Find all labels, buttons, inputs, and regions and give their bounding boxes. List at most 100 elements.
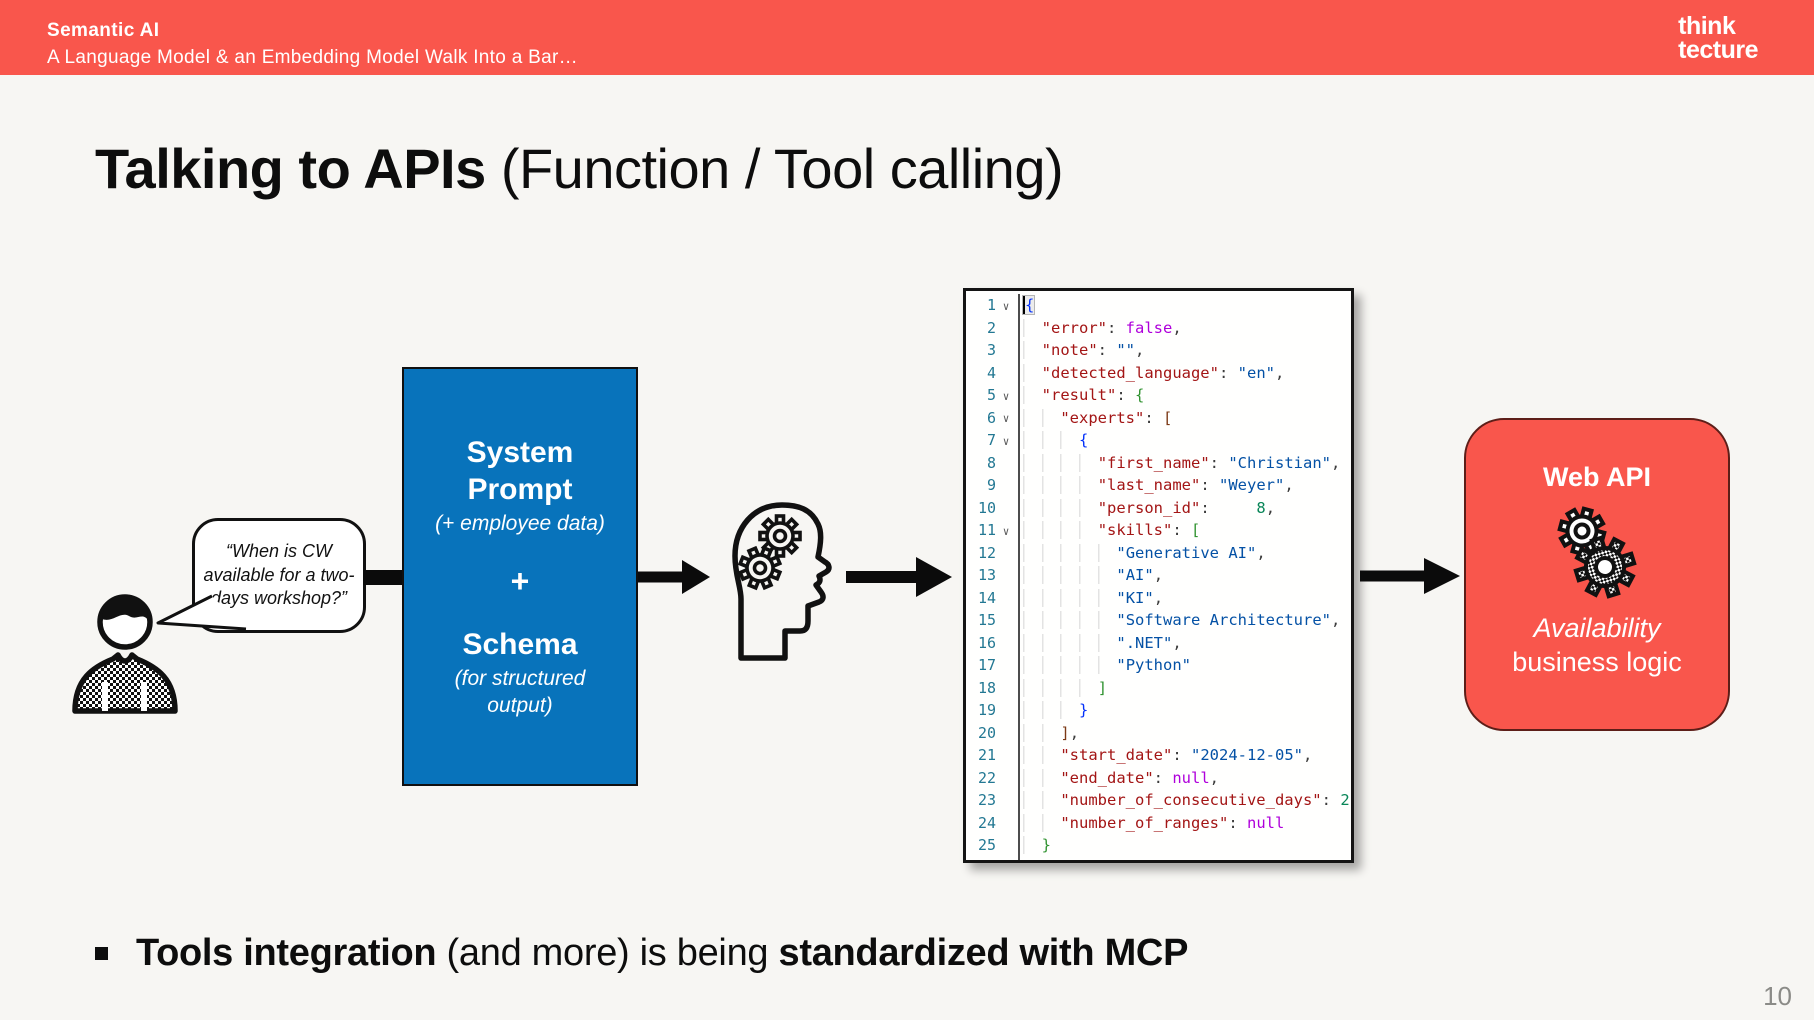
code-token: [1060, 588, 1080, 607]
line-number: 7: [986, 431, 996, 450]
code-line[interactable]: "experts": [: [1023, 407, 1351, 430]
code-line[interactable]: ],: [1023, 722, 1351, 745]
code-line[interactable]: "skills": [: [1023, 519, 1351, 542]
connector-bubble-to-prompt: [363, 570, 404, 585]
system-prompt-schema-box: System Prompt (+ employee data) + Schema…: [402, 367, 638, 786]
code-token: [: [1163, 408, 1173, 427]
code-line[interactable]: "person_id": 8,: [1023, 497, 1351, 520]
code-line[interactable]: "first_name": "Christian",: [1023, 452, 1351, 475]
gears-icon: [1557, 506, 1637, 599]
code-line[interactable]: "KI",: [1023, 587, 1351, 610]
fold-spacer: [996, 799, 1016, 801]
code-token: "result": [1041, 386, 1117, 404]
code-token: [1023, 566, 1042, 584]
line-number: 3: [986, 341, 996, 360]
code-token: ,: [1284, 476, 1294, 494]
fold-chevron-icon[interactable]: ∨: [1002, 389, 1010, 403]
prompt-box-sub1: (+ employee data): [435, 512, 605, 535]
code-token: [1041, 476, 1061, 494]
code-line[interactable]: }: [1023, 699, 1351, 722]
prompt-box-sub2: (for structured output): [454, 667, 586, 717]
gutter-row: 15: [966, 609, 1018, 632]
code-token: [1097, 588, 1117, 607]
fold-spacer: [996, 462, 1016, 464]
code-token: [1023, 588, 1042, 607]
code-token: "end_date": [1060, 768, 1154, 787]
code-token: [1023, 723, 1042, 742]
fold-chevron-icon[interactable]: ∨: [1002, 524, 1010, 538]
code-token: "number_of_ranges": [1060, 813, 1229, 832]
code-token: :: [1097, 341, 1117, 359]
code-token: :: [1116, 386, 1135, 404]
code-token: ]: [1097, 678, 1108, 697]
fold-chevron-icon[interactable]: ∨: [1002, 299, 1010, 313]
code-line[interactable]: "Software Architecture",: [1023, 609, 1351, 632]
code-token: "Python": [1116, 656, 1192, 674]
gutter-row: 22: [966, 767, 1018, 790]
code-line[interactable]: ".NET",: [1023, 632, 1351, 655]
code-line[interactable]: {: [1023, 429, 1351, 452]
deck-subtitle: A Language Model & an Embedding Model Wa…: [47, 47, 578, 68]
gutter-row: 10: [966, 497, 1018, 520]
gutter-row: 1∨: [966, 294, 1018, 317]
speech-bubble-tail: [156, 594, 247, 631]
code-token: [1060, 543, 1080, 562]
code-token: :: [1218, 363, 1238, 382]
code-token: [1041, 791, 1061, 809]
code-token: [1041, 498, 1061, 517]
code-token: [1079, 453, 1098, 472]
code-token: [1060, 498, 1080, 517]
code-token: [1079, 588, 1098, 607]
code-token: [1023, 431, 1042, 449]
code-token: [1060, 521, 1080, 539]
code-token: "experts": [1060, 408, 1145, 427]
thinktecture-logo: think tecture: [1678, 14, 1758, 63]
code-token: [1023, 678, 1042, 697]
code-line[interactable]: "end_date": null,: [1023, 767, 1351, 790]
code-line[interactable]: "AI",: [1023, 564, 1351, 587]
line-number: 19: [977, 701, 996, 720]
code-line[interactable]: "error": false,: [1023, 317, 1351, 340]
web-api-box: Web API: [1464, 418, 1730, 731]
code-token: [1097, 566, 1117, 584]
fold-spacer: [996, 777, 1016, 779]
code-line[interactable]: "result": {: [1023, 384, 1351, 407]
code-line[interactable]: "note": "",: [1023, 339, 1351, 362]
fold-chevron-icon[interactable]: ∨: [1002, 434, 1010, 448]
code-token: [1079, 476, 1098, 494]
prompt-box-line3: Schema: [462, 628, 578, 661]
code-token: null: [1247, 813, 1285, 832]
code-line[interactable]: }: [1023, 834, 1351, 857]
fold-spacer: [996, 327, 1016, 329]
fold-spacer: [996, 372, 1016, 374]
code-line[interactable]: "detected_language": "en",: [1023, 362, 1351, 385]
line-number: 24: [977, 813, 996, 832]
code-token: [1079, 611, 1098, 629]
line-number: 25: [977, 836, 996, 855]
code-line[interactable]: "last_name": "Weyer",: [1023, 474, 1351, 497]
code-line[interactable]: "Generative AI",: [1023, 542, 1351, 565]
fold-spacer: [996, 822, 1016, 824]
code-token: 2: [1340, 791, 1350, 809]
code-token: "error": [1041, 318, 1107, 337]
code-line[interactable]: {: [1021, 294, 1351, 317]
code-line[interactable]: "Python": [1023, 654, 1351, 677]
code-token: "start_date": [1060, 746, 1173, 764]
code-line[interactable]: ]: [1023, 677, 1351, 700]
fold-chevron-icon[interactable]: ∨: [1002, 412, 1010, 426]
code-token: [1023, 656, 1042, 674]
code-token: [1060, 431, 1080, 449]
code-line[interactable]: "start_date": "2024-12-05",: [1023, 744, 1351, 767]
code-token: "KI": [1116, 588, 1154, 607]
code-line[interactable]: "number_of_consecutive_days": 2,: [1023, 789, 1351, 812]
code-token: [1023, 746, 1042, 764]
bullet-seg2: (and more) is being: [436, 932, 779, 974]
code-token: [1041, 543, 1061, 562]
gutter-row: 7∨: [966, 429, 1018, 452]
code-token: :: [1144, 408, 1164, 427]
code-token: [1023, 836, 1042, 854]
code-token: null: [1172, 768, 1210, 787]
code-line[interactable]: "number_of_ranges": null: [1023, 812, 1351, 835]
